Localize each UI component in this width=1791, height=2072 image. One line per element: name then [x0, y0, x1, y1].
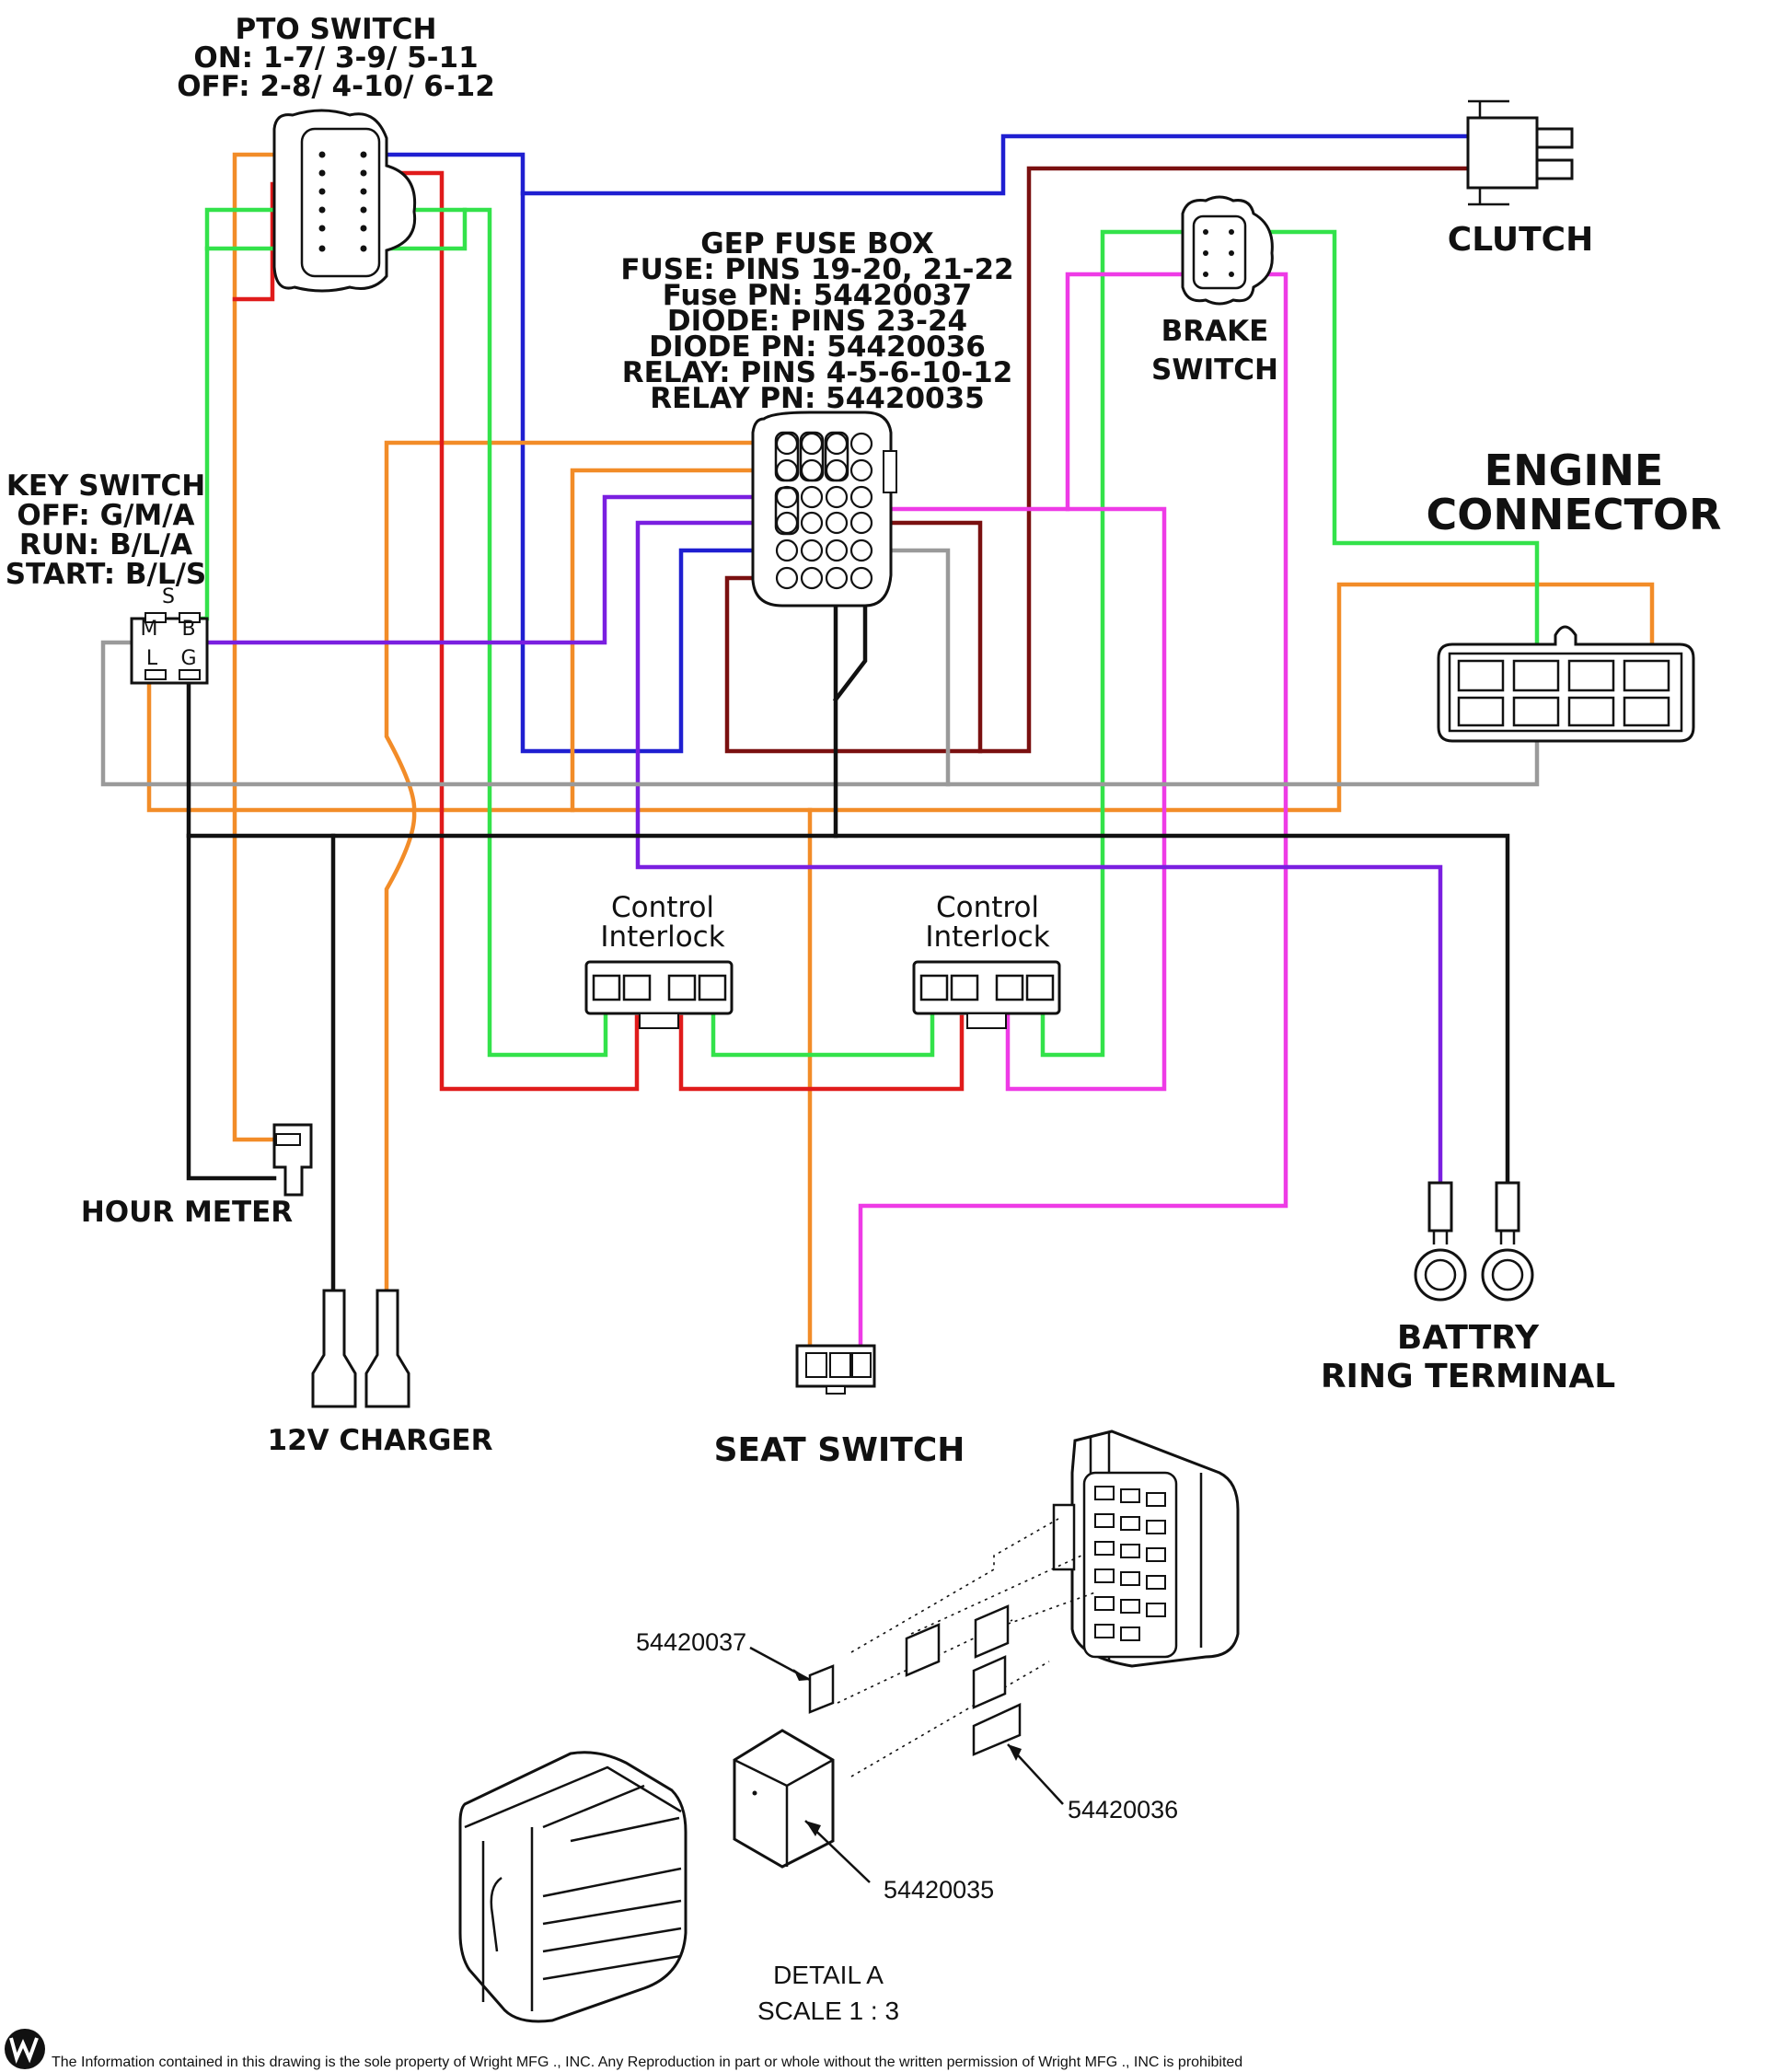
hour-meter	[272, 1123, 313, 1197]
battery-ring-terminals	[1414, 1181, 1534, 1302]
part-number-relay: 54420035	[884, 1876, 994, 1904]
wire-black-hourmeter	[186, 833, 277, 1181]
key-pin-l: L	[146, 647, 158, 670]
wire-blue-fusebox	[520, 191, 759, 754]
fuse-box-fuse-pins: FUSE: PINS 19-20, 21-22	[620, 253, 1013, 286]
wire-gray-loop	[100, 640, 1540, 787]
battery-label-1: BATTRY	[1397, 1319, 1540, 1357]
control-interlock-2	[912, 960, 1061, 1029]
key-switch-start: START: B/L/S	[6, 558, 207, 591]
wire-green-brake	[1040, 229, 1199, 1058]
wire-magenta-seat	[858, 272, 1288, 1351]
wire-brown-clutch	[724, 166, 1471, 754]
control-interlock-1-label-2: Interlock	[600, 920, 724, 954]
part-number-diode: 54420036	[1068, 1796, 1178, 1823]
detail-a-fuse-box-exploded	[458, 1430, 1240, 2023]
hour-meter-label: HOUR METER	[81, 1196, 293, 1229]
wire-magenta-brake	[1065, 272, 1199, 512]
wire-green-pto3	[361, 207, 468, 251]
part-number-fuse: 54420037	[636, 1628, 746, 1656]
key-pin-m: M	[141, 618, 158, 641]
wire-brown-fusebox	[867, 520, 983, 754]
detail-scale: SCALE 1 : 3	[757, 1997, 899, 2025]
pto-switch-title: PTO SWITCH	[236, 13, 437, 46]
wire-green-engine	[1240, 229, 1540, 679]
wire-orange-bus	[570, 468, 759, 813]
wire-gray-fusebox	[867, 548, 951, 787]
pto-switch-off: OFF: 2-8/ 4-10/ 6-12	[177, 70, 495, 103]
brake-switch	[1181, 195, 1274, 306]
labels: PTO SWITCH ON: 1-7/ 3-9/ 5-11 OFF: 2-8/ …	[6, 13, 1722, 2070]
pto-switch-on: ON: 1-7/ 3-9/ 5-11	[193, 41, 478, 75]
seat-switch	[795, 1344, 876, 1395]
wire-blue-clutch	[361, 133, 1471, 196]
engine-connector	[1437, 625, 1695, 743]
control-interlock-1-label-1: Control	[611, 891, 714, 924]
wire-purple-battery	[635, 520, 1443, 1186]
wire-red-interlock	[361, 170, 640, 1092]
key-switch-title: KEY SWITCH	[6, 469, 205, 503]
wire-orange-hourmeter	[232, 152, 325, 1142]
key-pin-s: S	[162, 585, 175, 608]
wires	[100, 133, 1655, 1351]
engine-connector-label-1: ENGINE	[1485, 446, 1664, 495]
fuse-box-fuse-pn: Fuse PN: 54420037	[663, 279, 972, 312]
key-switch: S M B L G	[130, 585, 209, 685]
control-interlock-1	[584, 960, 734, 1029]
wire-black-bus	[186, 658, 1510, 1186]
control-interlock-2-label-1: Control	[936, 891, 1039, 924]
wire-orange-engine	[146, 582, 1655, 813]
brake-switch-label-2: SWITCH	[1151, 353, 1278, 387]
seat-switch-label: SEAT SWITCH	[714, 1431, 965, 1469]
fuse-box-diode-pins: DIODE: PINS 23-24	[667, 305, 967, 338]
engine-connector-label-2: CONNECTOR	[1427, 490, 1722, 539]
charger-terminals	[311, 1289, 410, 1408]
control-interlock-2-label-2: Interlock	[925, 920, 1049, 954]
clutch-connector	[1466, 99, 1574, 206]
charger-label: 12V CHARGER	[268, 1424, 493, 1457]
fuse-box-relay-pn: RELAY PN: 54420035	[650, 382, 984, 415]
footer-disclaimer: The Information contained in this drawin…	[52, 2055, 1242, 2070]
clutch-label: CLUTCH	[1448, 221, 1593, 259]
fuse-box-relay-pins: RELAY: PINS 4-5-6-10-12	[622, 356, 1013, 389]
gep-fuse-box	[751, 411, 897, 608]
wire-green-interlock2	[711, 999, 935, 1058]
pto-switch	[272, 109, 417, 293]
fuse-box-title: GEP FUSE BOX	[700, 227, 934, 260]
wire-green-interlock1	[361, 207, 608, 1058]
wire-purple-key	[186, 494, 759, 645]
key-pin-b: B	[181, 618, 195, 641]
brake-switch-label-1: BRAKE	[1161, 315, 1269, 348]
detail-title: DETAIL A	[773, 1961, 884, 1989]
fuse-box-diode-pn: DIODE PN: 54420036	[649, 330, 986, 364]
key-switch-run: RUN: B/L/A	[19, 528, 192, 561]
key-pin-g: G	[180, 647, 196, 670]
wright-logo	[5, 2029, 45, 2069]
battery-label-2: RING TERMINAL	[1321, 1358, 1615, 1395]
wire-red-interlock2	[678, 1014, 965, 1092]
key-switch-off: OFF: G/M/A	[17, 499, 194, 532]
wire-black-fusebox2	[832, 605, 868, 703]
